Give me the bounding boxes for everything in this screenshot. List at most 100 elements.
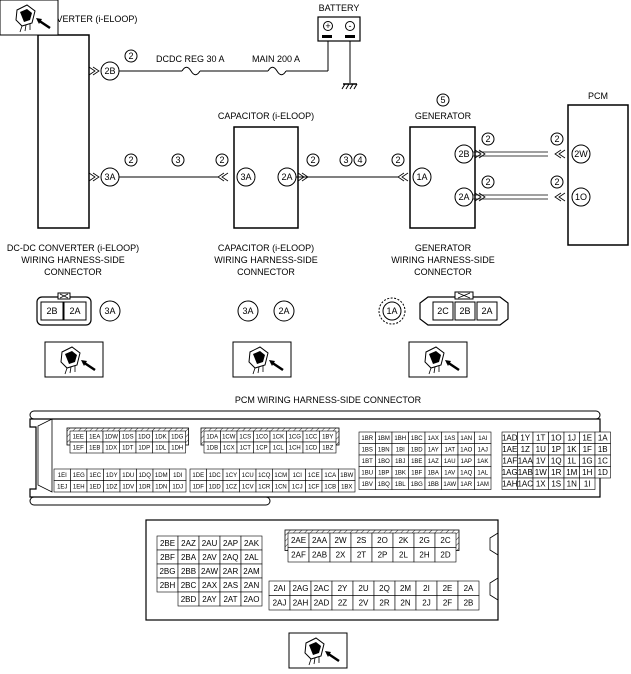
connector-view-icon	[231, 340, 293, 379]
pin-label: 2AM	[243, 567, 260, 576]
generator-box	[409, 126, 476, 229]
pin-label: 1CE	[308, 473, 320, 479]
pin-label: 1D	[598, 468, 608, 477]
pin-label: 1AZ	[428, 459, 439, 465]
pin-cell	[240, 591, 263, 607]
wire-note-3: 3	[175, 155, 180, 165]
pin-label: 1BS	[362, 447, 373, 453]
pin-label: 2BE	[160, 539, 175, 548]
generator-pin-2b: 2B	[458, 149, 469, 159]
pin-label: 1ED	[89, 484, 101, 490]
pin-label: 1BF	[411, 470, 422, 476]
pin-label: 1BW	[340, 473, 353, 479]
pin-label: 2J	[422, 599, 430, 608]
wire-note-2: 2	[128, 155, 133, 165]
pin-label: 1BI	[396, 447, 405, 453]
pin-label: 1CL	[273, 446, 285, 452]
capacitor-connector-subtitle: WIRING HARNESS-SIDE	[214, 255, 318, 265]
fuse-main	[267, 66, 287, 76]
pin-label: 1AH	[502, 480, 518, 489]
dcdc-pin-2b: 2B	[104, 66, 115, 76]
wire-note-2: 2	[554, 177, 559, 187]
pin-label: 2AS	[223, 581, 238, 590]
pin-label: 1K	[567, 445, 577, 454]
pin-label: 2AY	[202, 595, 217, 604]
fuse-dcdc-reg-label: DCDC REG 30 A	[156, 54, 225, 64]
pin-label: 2G	[419, 536, 430, 545]
wire-note-2: 2	[128, 51, 133, 61]
connector-view-icon	[43, 340, 105, 379]
pin-label: 2AU	[202, 539, 218, 548]
pin-label: 2T	[357, 551, 366, 560]
pin-label: 1AS	[444, 436, 455, 442]
battery-plus-terminal	[323, 21, 333, 31]
pin-label: 1BO	[378, 459, 390, 465]
pin-label: 1DO	[138, 435, 151, 441]
pin-label: 1AJ	[478, 447, 488, 453]
pcm-pin-2w: 2W	[574, 149, 588, 159]
pin-label: 1DB	[206, 446, 218, 452]
pin-label: 1AF	[502, 457, 517, 466]
fuse-main-label: MAIN 200 A	[252, 54, 300, 64]
capacitor-conn-pin-3a: 3A	[242, 306, 253, 316]
dcdc-label: DC-DC CONVERTER (i-ELOOP)	[5, 14, 137, 24]
pin-label: 1DP	[138, 446, 150, 452]
pin-cell	[457, 595, 480, 611]
pin-label: 1AL	[477, 470, 488, 476]
pin-label: 2AJ	[273, 599, 287, 608]
pin-label: 1AN	[460, 436, 472, 442]
pin-label: 1DY	[106, 473, 118, 479]
pin-label: 1CH	[289, 446, 301, 452]
pin-label: 1AV	[444, 470, 455, 476]
pin-label: 2A	[464, 584, 474, 593]
pin-label: 2BB	[181, 567, 196, 576]
pcm-connector-title: PCM WIRING HARNESS-SIDE CONNECTOR	[235, 395, 422, 405]
pin-label: 1AG	[502, 468, 518, 477]
gen-conn-pin-2c: 2C	[437, 306, 449, 316]
pin-label: 1DV	[122, 484, 134, 490]
pin-label: 1EF	[73, 446, 84, 452]
wire-note-2: 2	[310, 155, 315, 165]
pin-label: 1M	[566, 468, 577, 477]
battery-symbol	[317, 16, 361, 42]
battery-plus-sign: +	[325, 21, 330, 31]
pin-label: 1CI	[293, 473, 303, 479]
pin-label: 2AP	[223, 539, 238, 548]
pin-label: 1CF	[308, 484, 320, 490]
pin-label: 1CN	[275, 484, 287, 490]
capacitor-connector-subtitle2: CONNECTOR	[237, 267, 295, 277]
pin-label: 1CB	[324, 484, 336, 490]
pin-label: 1EA	[89, 435, 100, 441]
generator-conn-single	[382, 301, 402, 321]
pin-label: 1BZ	[322, 446, 333, 452]
pin-label: 2AB	[312, 551, 327, 560]
pcm-label: PCM	[588, 91, 608, 101]
pin-label: 2BA	[181, 553, 197, 562]
dcdc-pin-3a: 3A	[104, 172, 115, 182]
dcdc-converter-box	[37, 34, 90, 229]
pin-label: 1CU	[242, 473, 254, 479]
pin-label: 1AY	[428, 447, 439, 453]
pin-label: 1CS	[239, 435, 251, 441]
pin-label: 2AV	[202, 553, 217, 562]
pin-label: 1CZ	[226, 484, 238, 490]
pin-label: 1DI	[173, 473, 183, 479]
pin-label: 1CW	[222, 435, 236, 441]
pin-label: 1DZ	[106, 484, 118, 490]
pin-label: 2P	[378, 551, 388, 560]
pin-label: 1CM	[274, 473, 287, 479]
pin-label: 1S	[551, 480, 561, 489]
pin-label: 1AU	[444, 459, 456, 465]
pin-label: 1BH	[394, 436, 406, 442]
pin-label: 2AK	[244, 539, 260, 548]
pcm-box	[567, 104, 629, 246]
pin-label: 2AL	[244, 553, 259, 562]
pin-label: 1BR	[361, 436, 373, 442]
pin-label: 2AE	[291, 536, 306, 545]
pin-label: 1CA	[324, 473, 336, 479]
pin-cell	[434, 547, 457, 563]
pin-label: 1BM	[378, 436, 390, 442]
pin-label: 1A	[598, 434, 608, 443]
